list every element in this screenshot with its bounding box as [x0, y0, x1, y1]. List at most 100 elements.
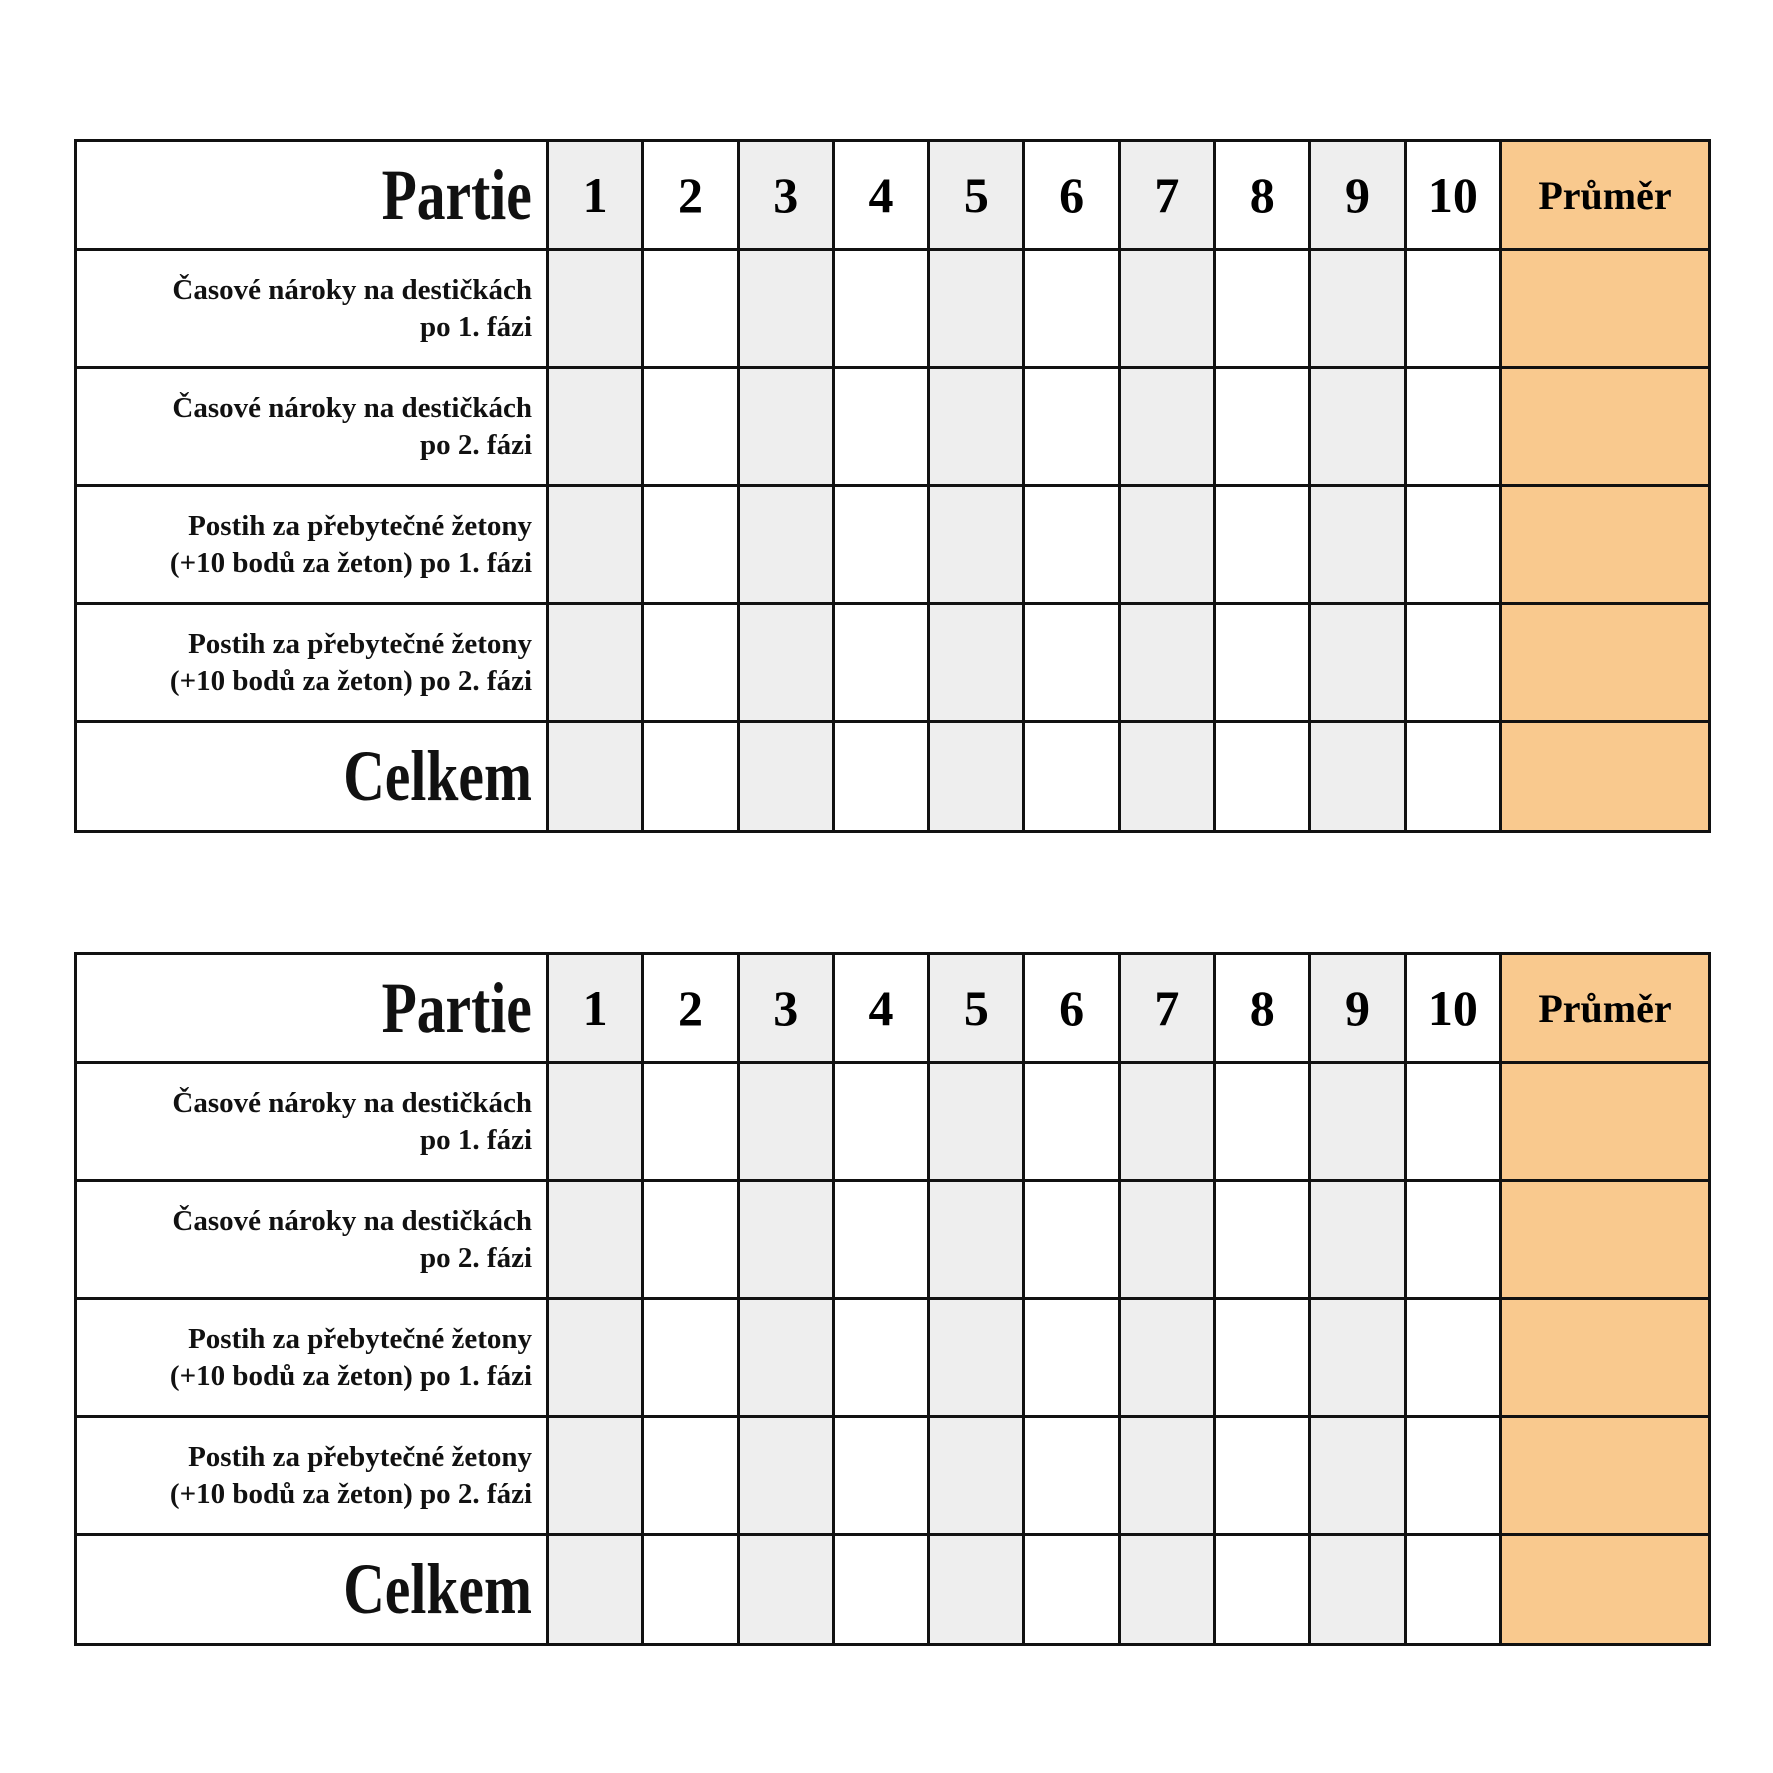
score-cell[interactable] [545, 484, 645, 605]
score-cell[interactable] [1213, 1061, 1312, 1182]
score-cell[interactable] [1022, 1415, 1121, 1536]
score-cell[interactable] [831, 1533, 931, 1646]
score-cell[interactable] [1117, 720, 1217, 833]
score-cell[interactable] [1117, 248, 1217, 369]
score-cell[interactable] [641, 720, 740, 833]
score-cell[interactable] [927, 366, 1026, 487]
score-cell[interactable] [831, 1179, 931, 1300]
score-cell[interactable] [927, 1297, 1026, 1418]
score-cell[interactable] [1308, 1061, 1407, 1182]
score-cell[interactable] [545, 1533, 645, 1646]
score-cell[interactable] [641, 484, 740, 605]
score-cell[interactable] [1117, 1415, 1217, 1536]
score-cell[interactable] [1308, 1179, 1407, 1300]
score-cell[interactable] [1403, 248, 1502, 369]
average-cell[interactable] [1498, 1061, 1711, 1182]
score-cell[interactable] [1117, 1179, 1217, 1300]
score-cell[interactable] [927, 1415, 1026, 1536]
score-cell[interactable] [1308, 1415, 1407, 1536]
score-cell[interactable] [736, 366, 835, 487]
score-cell[interactable] [736, 602, 835, 723]
score-cell[interactable] [1308, 484, 1407, 605]
score-cell[interactable] [736, 720, 835, 833]
score-cell[interactable] [1403, 1061, 1502, 1182]
score-cell[interactable] [1403, 1415, 1502, 1536]
score-cell[interactable] [1403, 720, 1502, 833]
score-cell[interactable] [545, 1415, 645, 1536]
average-cell[interactable] [1498, 602, 1711, 723]
score-cell[interactable] [641, 1297, 740, 1418]
score-cell[interactable] [1117, 1533, 1217, 1646]
score-cell[interactable] [545, 248, 645, 369]
score-cell[interactable] [545, 720, 645, 833]
score-cell[interactable] [545, 1179, 645, 1300]
score-cell[interactable] [736, 248, 835, 369]
score-cell[interactable] [641, 248, 740, 369]
score-cell[interactable] [927, 484, 1026, 605]
score-cell[interactable] [1403, 366, 1502, 487]
score-cell[interactable] [1022, 484, 1121, 605]
score-cell[interactable] [1308, 720, 1407, 833]
score-cell[interactable] [1308, 1297, 1407, 1418]
score-cell[interactable] [1022, 1179, 1121, 1300]
score-cell[interactable] [1213, 1297, 1312, 1418]
score-cell[interactable] [736, 484, 835, 605]
score-cell[interactable] [1403, 1533, 1502, 1646]
score-cell[interactable] [1403, 1179, 1502, 1300]
score-cell[interactable] [927, 720, 1026, 833]
score-cell[interactable] [1213, 366, 1312, 487]
score-cell[interactable] [1213, 602, 1312, 723]
average-cell[interactable] [1498, 1533, 1711, 1646]
score-cell[interactable] [1213, 484, 1312, 605]
score-cell[interactable] [1213, 248, 1312, 369]
score-cell[interactable] [927, 602, 1026, 723]
score-cell[interactable] [831, 720, 931, 833]
average-cell[interactable] [1498, 1179, 1711, 1300]
score-cell[interactable] [1308, 366, 1407, 487]
score-cell[interactable] [1403, 602, 1502, 723]
score-cell[interactable] [1022, 1297, 1121, 1418]
score-cell[interactable] [1022, 1533, 1121, 1646]
score-cell[interactable] [1022, 248, 1121, 369]
score-cell[interactable] [641, 1533, 740, 1646]
score-cell[interactable] [736, 1061, 835, 1182]
score-cell[interactable] [736, 1179, 835, 1300]
score-cell[interactable] [545, 366, 645, 487]
score-cell[interactable] [1022, 1061, 1121, 1182]
score-cell[interactable] [545, 602, 645, 723]
score-cell[interactable] [641, 1415, 740, 1536]
score-cell[interactable] [1308, 602, 1407, 723]
score-cell[interactable] [641, 1179, 740, 1300]
score-cell[interactable] [641, 1061, 740, 1182]
score-cell[interactable] [1403, 484, 1502, 605]
score-cell[interactable] [641, 602, 740, 723]
score-cell[interactable] [927, 1179, 1026, 1300]
score-cell[interactable] [736, 1415, 835, 1536]
score-cell[interactable] [1213, 1415, 1312, 1536]
score-cell[interactable] [831, 1297, 931, 1418]
score-cell[interactable] [736, 1297, 835, 1418]
score-cell[interactable] [831, 484, 931, 605]
score-cell[interactable] [1403, 1297, 1502, 1418]
average-cell[interactable] [1498, 1297, 1711, 1418]
score-cell[interactable] [1213, 1533, 1312, 1646]
score-cell[interactable] [1308, 248, 1407, 369]
score-cell[interactable] [831, 366, 931, 487]
score-cell[interactable] [831, 1415, 931, 1536]
score-cell[interactable] [1213, 1179, 1312, 1300]
score-cell[interactable] [927, 248, 1026, 369]
score-cell[interactable] [545, 1061, 645, 1182]
average-cell[interactable] [1498, 1415, 1711, 1536]
score-cell[interactable] [831, 248, 931, 369]
score-cell[interactable] [641, 366, 740, 487]
score-cell[interactable] [1213, 720, 1312, 833]
score-cell[interactable] [1022, 602, 1121, 723]
score-cell[interactable] [927, 1061, 1026, 1182]
score-cell[interactable] [1117, 484, 1217, 605]
score-cell[interactable] [736, 1533, 835, 1646]
score-cell[interactable] [1022, 366, 1121, 487]
score-cell[interactable] [1117, 1297, 1217, 1418]
average-cell[interactable] [1498, 484, 1711, 605]
average-cell[interactable] [1498, 366, 1711, 487]
average-cell[interactable] [1498, 248, 1711, 369]
